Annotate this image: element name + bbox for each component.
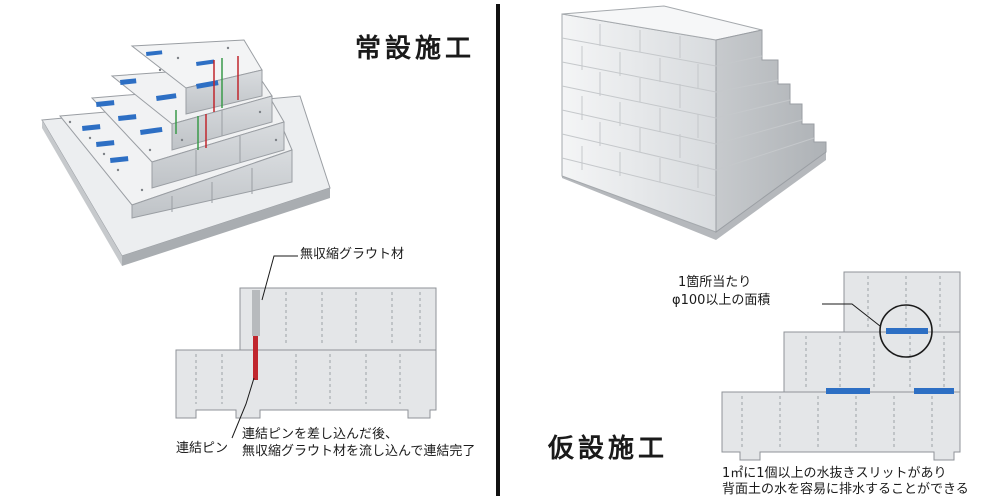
- callout-circle: [879, 304, 933, 358]
- callout-line2: φ100以上の面積: [672, 293, 771, 308]
- temporary-wall-3d: [561, 5, 827, 240]
- right-leader-line: [822, 303, 881, 327]
- grout-label: 無収縮グラウト材: [300, 247, 405, 262]
- left-leader-lines: [231, 255, 298, 439]
- connecting-pin-label: 連結ピン: [176, 441, 229, 456]
- left-note-line2: 無収縮グラウト材を流し込んで連結完了: [242, 444, 476, 459]
- section-divider: [496, 4, 500, 496]
- callout-line1: 1箇所当たり: [678, 275, 752, 290]
- temporary-cross-section: [721, 271, 961, 461]
- permanent-cross-section: [175, 287, 437, 419]
- right-note-line1: 1㎡に1個以上の水抜きスリットがあり: [722, 466, 947, 481]
- permanent-construction-title: 常設施工: [355, 34, 476, 64]
- left-note-line1: 連結ピンを差し込んだ後、: [242, 427, 399, 442]
- temporary-construction-title: 仮設施工: [548, 434, 669, 464]
- right-note-line2: 背面土の水を容易に排水することができる: [722, 482, 969, 497]
- permanent-wall-3d: [41, 39, 331, 266]
